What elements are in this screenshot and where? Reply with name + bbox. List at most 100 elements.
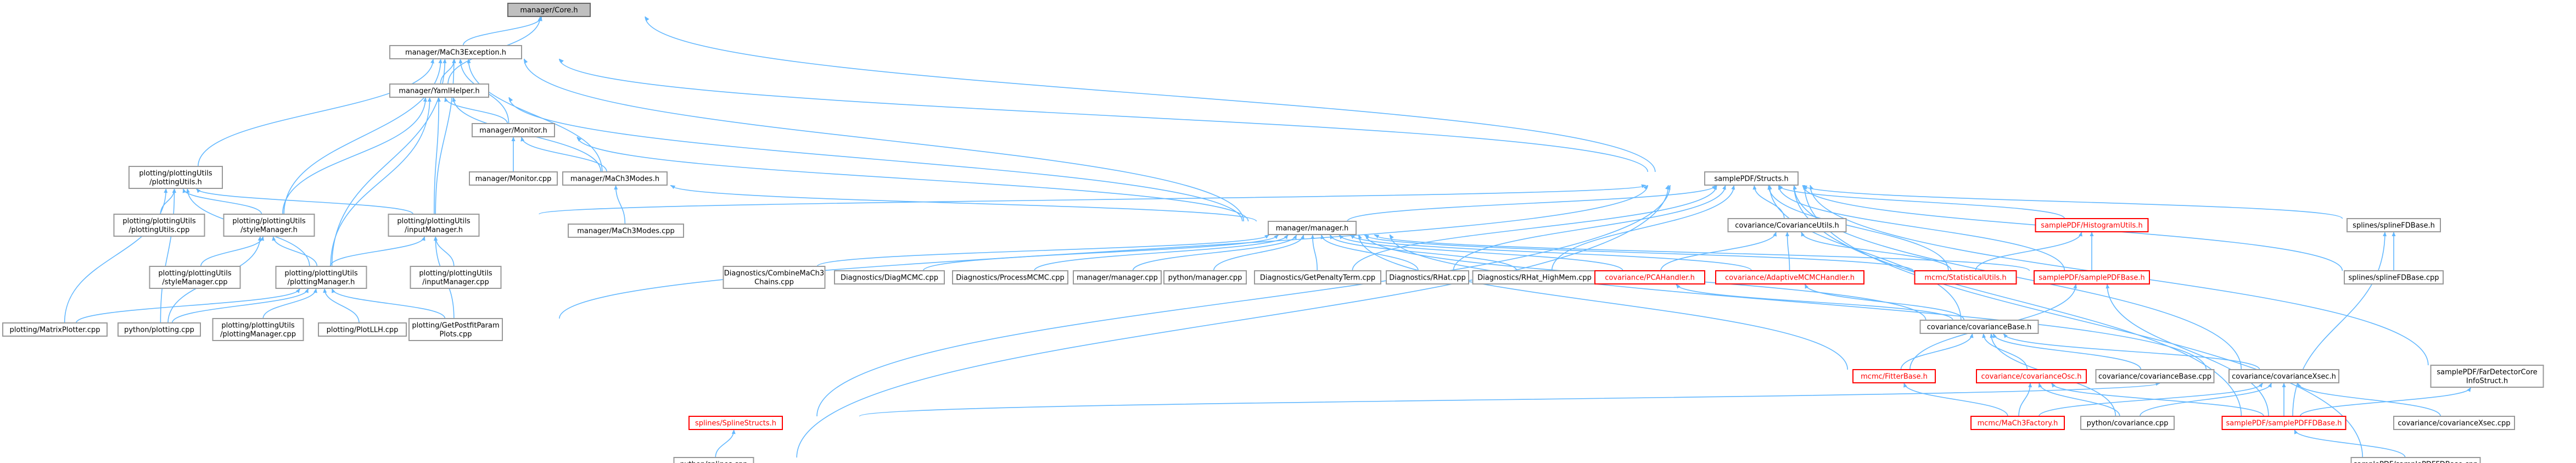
node-plotutilscpp[interactable]: plotting/plottingUtils/plottingUtils.cpp	[113, 214, 205, 237]
node-box	[1919, 320, 2039, 334]
arrowhead-covbase-covbasecpp	[1993, 333, 1997, 338]
node-box	[408, 318, 503, 341]
node-histutils[interactable]: samplePDF/HistogramUtils.h	[2035, 218, 2149, 232]
node-manager[interactable]: manager/manager.h	[1268, 221, 1357, 235]
node-label: covariance/CovarianceUtils.h	[1735, 222, 1839, 230]
node-box	[149, 266, 241, 289]
node-procmcmc[interactable]: Diagnostics/ProcessMCMC.cpp	[952, 270, 1068, 285]
node-label: samplePDF/samplePDFFDBase.h	[2226, 420, 2342, 428]
node-label: Diagnostics/RHat.cpp	[1389, 274, 1465, 282]
node-modescpp[interactable]: manager/MaCh3Modes.cpp	[568, 224, 684, 238]
node-box	[389, 45, 522, 59]
arrowhead-stylemgr-plotmgr	[272, 236, 276, 241]
node-statutils[interactable]: mcmc/StatisticalUtils.h	[1914, 270, 2017, 285]
arrowhead-manager-procmcmc	[1284, 235, 1288, 239]
node-box	[1970, 416, 2065, 430]
node-label: samplePDF/Structs.h	[1714, 175, 1788, 183]
node-rhat[interactable]: Diagnostics/RHat.cpp	[1386, 270, 1469, 285]
node-stylemgr[interactable]: plotting/plottingUtils/styleManager.h	[223, 214, 315, 237]
graph-edges	[64, 16, 2472, 458]
include-edge-manager-covxsec	[1389, 234, 2207, 370]
node-label: covariance/covarianceXsec.cpp	[2398, 420, 2510, 428]
include-edge-covxsec-factory	[2039, 382, 2263, 417]
node-managercpp[interactable]: manager/manager.cpp	[1073, 270, 1162, 285]
arrowhead-yaml-manager	[509, 97, 513, 102]
node-covutils[interactable]: covariance/CovarianceUtils.h	[1727, 218, 1847, 232]
include-edge-stylemgr-stylemgrcpp	[200, 236, 264, 267]
arrowhead-yaml-plotmgr	[427, 97, 432, 102]
node-pycov[interactable]: python/covariance.cpp	[2080, 416, 2175, 430]
node-label: mcmc/StatisticalUtils.h	[1924, 274, 2006, 282]
node-pyplot[interactable]: python/plotting.cpp	[117, 322, 201, 337]
node-stylemgrcpp[interactable]: plotting/plottingUtils/styleManager.cpp	[149, 266, 241, 289]
node-spdffd[interactable]: samplePDF/samplePDFFDBase.h	[2221, 416, 2347, 430]
node-spdfbase[interactable]: samplePDF/samplePDFBase.h	[2034, 270, 2150, 285]
node-spdffdcpp[interactable]: samplePDF/samplePDFFDBase.cpp	[2350, 457, 2481, 463]
node-pysplines[interactable]: python/splines.cpp	[673, 457, 754, 463]
node-fitterbase[interactable]: mcmc/FitterBase.h	[1852, 369, 1936, 383]
arrowhead-manager-combine	[1264, 235, 1269, 239]
arrowhead-plotutils-matrixplot	[164, 188, 168, 193]
node-covbase[interactable]: covariance/covarianceBase.h	[1919, 320, 2039, 334]
include-edge-spdfstructs-rhathm	[1551, 185, 1735, 271]
node-splinebasecpp[interactable]: splines/splineFDBase.cpp	[2344, 270, 2444, 285]
node-label: Plots.cpp	[439, 331, 472, 339]
node-covxsec[interactable]: covariance/covarianceXsec.h	[2228, 369, 2339, 383]
include-edge-inputmgr-plotmgr	[329, 236, 425, 267]
node-spdfstructs[interactable]: samplePDF/Structs.h	[1704, 171, 1799, 186]
node-box	[388, 214, 480, 237]
node-mach3exc[interactable]: manager/MaCh3Exception.h	[389, 45, 522, 59]
include-edge-spdfstructs-statutils	[1768, 185, 1949, 271]
node-yaml[interactable]: manager/YamlHelper.h	[389, 83, 489, 98]
node-plotmgrcpp[interactable]: plotting/plottingUtils/plottingManager.c…	[212, 318, 304, 341]
arrowhead-plotmgr-plotllh	[323, 288, 327, 293]
node-monitor[interactable]: manager/Monitor.h	[472, 123, 555, 137]
node-label: plotting/PlotLLH.cpp	[327, 326, 399, 334]
node-plotmgr[interactable]: plotting/plottingUtils/plottingManager.h	[275, 266, 367, 289]
node-factory[interactable]: mcmc/MaCh3Factory.h	[1970, 416, 2065, 430]
node-box	[2034, 270, 2150, 285]
include-edge-covbase-covxsec	[2003, 333, 2260, 370]
include-edge-spdfstructs-covutils	[1754, 185, 1785, 219]
node-modes[interactable]: manager/MaCh3Modes.h	[562, 171, 668, 186]
arrowhead-histutils-spdfbase	[2090, 232, 2094, 236]
node-core[interactable]: manager/Core.h	[507, 3, 591, 17]
node-rhathm[interactable]: Diagnostics/RHat_HighMem.cpp	[1472, 270, 1597, 285]
node-adaptive[interactable]: covariance/AdaptiveMCMCHandler.h	[1715, 270, 1864, 285]
node-splinebase[interactable]: splines/splineFDBase.h	[2347, 218, 2441, 232]
node-splstructs[interactable]: splines/SplineStructs.h	[688, 416, 783, 430]
node-inputmgrcpp[interactable]: plotting/plottingUtils/inputManager.cpp	[410, 266, 502, 289]
node-getpen[interactable]: Diagnostics/GetPenaltyTerm.cpp	[1254, 270, 1381, 285]
node-label: plotting/plottingUtils	[284, 270, 357, 278]
node-monitorcpp[interactable]: manager/Monitor.cpp	[469, 171, 558, 186]
arrowhead-covxsec-spdffd	[2282, 383, 2286, 387]
arrowhead-manager-spdfbase	[1374, 235, 1380, 238]
arrowhead-plotutils-stylemgr	[182, 188, 187, 193]
node-label: manager/manager.h	[1276, 225, 1348, 233]
include-edge-core-spdfstructs	[645, 16, 1656, 172]
node-covbasecpp[interactable]: covariance/covarianceBase.cpp	[2095, 369, 2215, 383]
node-covxseccpp[interactable]: covariance/covarianceXsec.cpp	[2393, 416, 2515, 430]
node-label: plotting/GetPostfitParam	[412, 322, 499, 330]
arrowhead-plotutils-inputmgr	[196, 188, 201, 193]
node-matrixplot[interactable]: plotting/MatrixPlotter.cpp	[2, 322, 108, 337]
node-label: python/covariance.cpp	[2087, 420, 2169, 428]
node-box	[1704, 171, 1799, 186]
node-label: /plottingUtils.cpp	[129, 226, 190, 235]
node-label: Chains.cpp	[754, 278, 794, 287]
node-inputmgr[interactable]: plotting/plottingUtils/inputManager.h	[388, 214, 480, 237]
node-plotllh[interactable]: plotting/PlotLLH.cpp	[318, 322, 407, 337]
arrowhead-covbase-pycov	[1990, 333, 1994, 338]
node-pymanager[interactable]: python/manager.cpp	[1163, 270, 1247, 285]
node-diagmcmc[interactable]: Diagnostics/DiagMCMC.cpp	[834, 270, 945, 285]
node-plotutils[interactable]: plotting/plottingUtils/plottingUtils.h	[128, 166, 223, 189]
include-edge-modes-modescpp	[615, 185, 626, 225]
arrowhead-manager-pymanager	[1301, 235, 1304, 239]
node-pcah[interactable]: covariance/PCAHandler.h	[1594, 270, 1705, 285]
node-covosc[interactable]: covariance/covarianceOsc.h	[1976, 369, 2087, 383]
node-box	[472, 123, 555, 137]
